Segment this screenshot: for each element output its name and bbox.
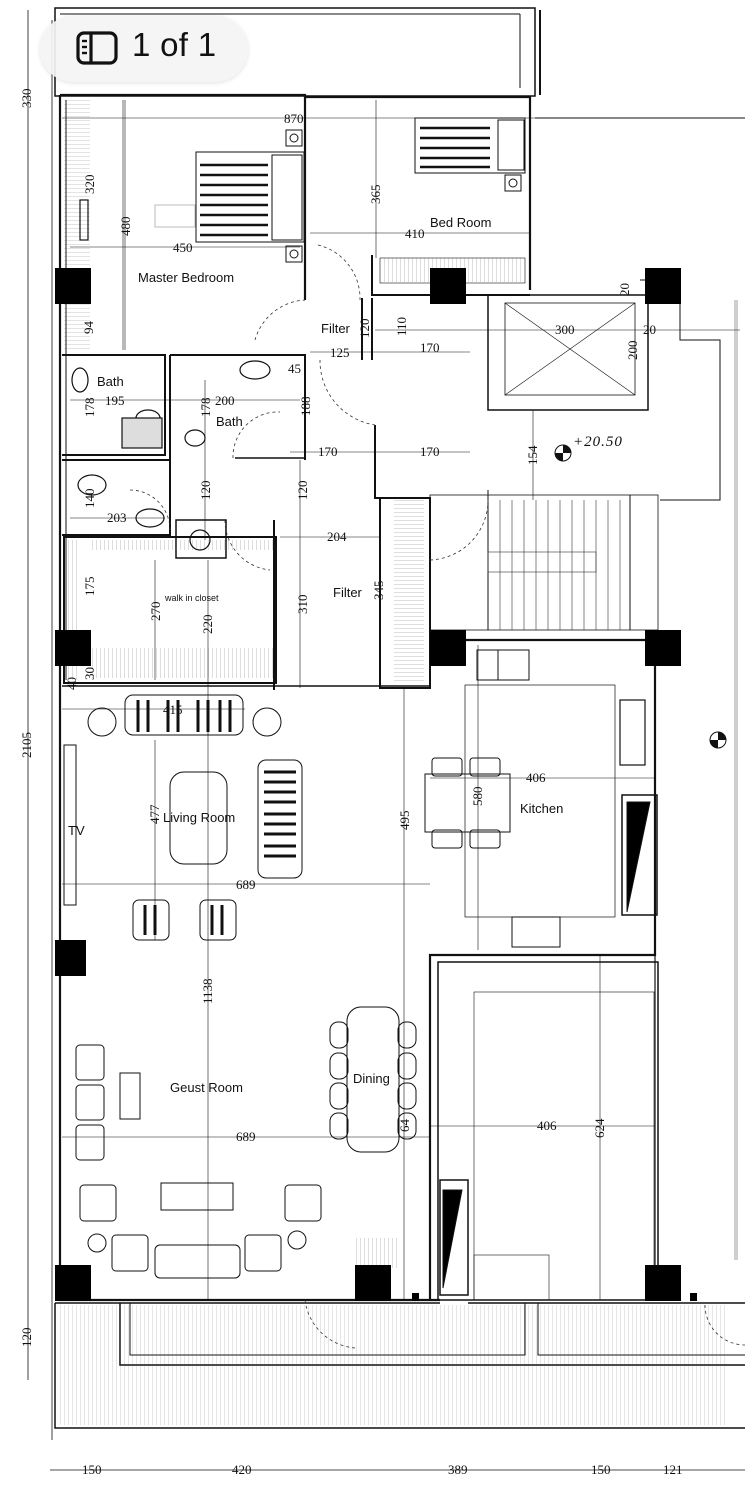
dim-330: 330 (19, 89, 34, 109)
label-guest-room: Geust Room (170, 1080, 243, 1095)
dim-870: 870 (284, 111, 304, 126)
dim-624: 624 (592, 1118, 607, 1138)
dim-320: 320 (82, 175, 97, 195)
dim-480: 480 (118, 217, 133, 237)
dim-64: 64 (397, 1119, 412, 1133)
dim-270: 270 (148, 602, 163, 622)
dim-175: 175 (82, 577, 97, 597)
dim-bottom-121: 121 (663, 1462, 683, 1477)
dim-120-c: 120 (295, 481, 310, 501)
dim-220: 220 (200, 615, 215, 635)
label-bath-right: Bath (216, 414, 243, 429)
dim-bottom-420: 420 (232, 1462, 252, 1477)
dim-1138: 1138 (200, 978, 215, 1004)
dim-120-filter: 120 (357, 319, 372, 339)
dim-188: 188 (298, 397, 313, 417)
dim-178-b: 178 (198, 398, 213, 418)
label-filter-top: Filter (321, 321, 351, 336)
label-walk-in-closet: walk in closet (164, 593, 219, 603)
dim-120-left: 120 (19, 1328, 34, 1348)
label-filter-mid: Filter (333, 585, 363, 600)
level-mark: +20.50 (573, 434, 623, 450)
label-living-room: Living Room (163, 810, 235, 825)
page-indicator-text: 1 of 1 (132, 26, 217, 63)
dim-450: 450 (173, 240, 193, 255)
label-kitchen: Kitchen (520, 801, 563, 816)
dim-365: 365 (368, 185, 383, 205)
label-bed-room: Bed Room (430, 215, 491, 230)
dim-204: 204 (327, 529, 347, 544)
label-tv: TV (68, 823, 85, 838)
dim-580: 580 (470, 787, 485, 807)
dim-200-bath: 200 (215, 393, 235, 408)
dim-94: 94 (81, 321, 96, 335)
dim-125: 125 (330, 345, 350, 360)
dim-195: 195 (105, 393, 125, 408)
dim-40: 40 (64, 677, 79, 690)
dim-45: 45 (288, 361, 301, 376)
dim-20-a: 20 (617, 283, 632, 296)
dim-170-b: 170 (318, 444, 338, 459)
dim-345: 345 (371, 581, 386, 601)
dim-410: 410 (405, 226, 425, 241)
dim-200-stair: 200 (625, 341, 640, 361)
dim-bottom-150-a: 150 (82, 1462, 102, 1477)
sidebar-panel-icon (76, 31, 118, 65)
dim-140: 140 (82, 489, 97, 509)
dim-203: 203 (107, 510, 127, 525)
dim-20-b: 20 (643, 322, 656, 337)
dim-110: 110 (394, 317, 409, 336)
label-dining: Dining (353, 1071, 390, 1086)
dim-bottom-389: 389 (448, 1462, 468, 1477)
dim-689-a: 689 (236, 877, 256, 892)
dim-689-b: 689 (236, 1129, 256, 1144)
dim-495: 495 (397, 811, 412, 831)
dim-120-b: 120 (198, 481, 213, 501)
dim-406-b: 406 (537, 1118, 557, 1133)
label-master-bedroom: Master Bedroom (138, 270, 234, 285)
dim-170-a: 170 (420, 340, 440, 355)
dim-415: 415 (163, 702, 183, 717)
dim-170-c: 170 (420, 444, 440, 459)
dim-300: 300 (555, 322, 575, 337)
dim-310: 310 (295, 595, 310, 615)
dim-bottom-150-b: 150 (591, 1462, 611, 1477)
page-indicator-badge[interactable]: 1 of 1 (40, 16, 248, 82)
dim-406-a: 406 (526, 770, 546, 785)
dim-30: 30 (82, 667, 97, 680)
dim-154: 154 (525, 445, 540, 465)
dim-477: 477 (147, 804, 162, 824)
dim-2105: 2105 (19, 732, 34, 758)
label-bath-left: Bath (97, 374, 124, 389)
dim-178-a: 178 (82, 398, 97, 418)
